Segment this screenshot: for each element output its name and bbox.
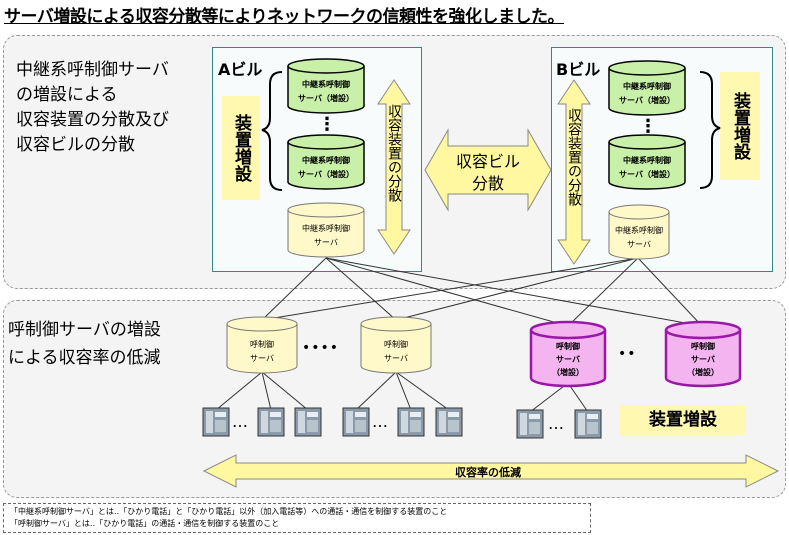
bottom-description-line: 呼制御サーバの増設	[8, 320, 161, 340]
added-call-server-1	[529, 320, 607, 388]
server-label-line: 中継系呼制御	[302, 224, 350, 233]
phone-icon	[294, 407, 322, 437]
vertical-dots-a: ⋮	[318, 114, 338, 135]
added-relay-server-a1	[287, 58, 365, 114]
phone-ellipsis-1: …	[232, 412, 248, 431]
bottom-double-arrow	[202, 454, 780, 488]
center-arrow-line: 収容ビル	[455, 152, 520, 171]
connection-lines	[215, 257, 703, 413]
bottom-description: 呼制御サーバの増設 による収容率の低減	[8, 316, 161, 372]
server-label-line: サーバ（増設）	[619, 96, 675, 105]
call-server-label-1: 呼制御 サーバ	[227, 338, 297, 366]
existing-server-label-a: 中継系呼制御 サーバ	[288, 222, 364, 250]
brace-left-a	[261, 71, 283, 191]
server-label-line: 中継系呼制御	[615, 226, 663, 235]
vertical-arrow-label-b: 収容装置の分散	[566, 108, 582, 206]
added-call-server-label-1: 呼制御 サーバ （増設）	[531, 340, 605, 379]
footnote-line: 「呼制御サーバ」とは‥「ひかり電話」の通話・通信を制御する装置のこと	[10, 519, 280, 528]
center-arrow-label: 収容ビル 分散	[448, 151, 528, 195]
phone-icon	[397, 407, 425, 437]
added-relay-server-a2	[287, 134, 365, 190]
call-server-2	[360, 316, 432, 374]
expansion-label-b: 装置増設	[720, 72, 760, 180]
added-relay-server-b2	[608, 134, 686, 190]
added-call-server-2	[664, 320, 742, 388]
server-label-line: 中継系呼制御	[623, 156, 671, 165]
server-label-line: （増設）	[552, 368, 584, 377]
server-label-line: サーバ	[250, 354, 274, 363]
phone-icon	[257, 407, 285, 437]
footnote-box: 「中継系呼制御サーバ」とは‥「ひかり電話」と「ひかり電話」以外（加入電話等）への…	[3, 503, 591, 533]
server-label-line: サーバ	[556, 355, 580, 364]
bottom-description-line: による収容率の低減	[8, 348, 161, 368]
server-label-line: サーバ（増設）	[298, 94, 354, 103]
footnote-line: 「中継系呼制御サーバ」とは‥「ひかり電話」と「ひかり電話」以外（加入電話等）への…	[10, 507, 448, 516]
server-label-line: （増設）	[687, 368, 719, 377]
top-description-line: の増設による	[16, 85, 118, 105]
top-description: 中継系呼制御サーバ の増設による 収容装置の分散及び 収容ビルの分散	[16, 58, 169, 158]
phone-icon	[574, 409, 602, 439]
phone-ellipsis-3: …	[548, 414, 564, 433]
building-b-label: Bビル	[556, 60, 601, 79]
added-call-server-label-2: 呼制御 サーバ （増設）	[666, 340, 740, 379]
phone-icons	[202, 407, 602, 439]
bottom-arrow-label: 収容率の低減	[455, 466, 521, 479]
vertical-dots-b: ⋮	[639, 116, 659, 137]
center-arrow-line: 分散	[471, 174, 504, 193]
server-label-line: サーバ	[691, 355, 715, 364]
server-label-line: サーバ	[314, 238, 338, 247]
phone-icon	[435, 407, 463, 437]
phone-icon	[516, 409, 544, 439]
vertical-arrow-b	[557, 79, 591, 265]
server-label-line: サーバ（増設）	[619, 170, 675, 179]
brace-right-b	[699, 71, 721, 189]
added-server-label-b1: 中継系呼制御 サーバ（増設）	[609, 80, 685, 108]
server-label-line: サーバ	[627, 240, 651, 249]
top-description-line: 収容ビルの分散	[16, 135, 135, 155]
server-label-line: サーバ	[384, 354, 408, 363]
existing-relay-server-b	[608, 204, 670, 260]
server-label-line: 中継系呼制御	[302, 156, 350, 165]
vertical-arrow-a	[377, 79, 411, 255]
page-title: サーバ増設による収容分散等によりネットワークの信頼性を強化しました。	[4, 7, 564, 27]
server-label-line: 中継系呼制御	[302, 80, 350, 89]
top-description-line: 中継系呼制御サーバ	[16, 60, 169, 80]
top-description-line: 収容装置の分散及び	[16, 110, 169, 130]
server-label-line: 呼制御	[691, 342, 715, 351]
server-label-line: 呼制御	[384, 340, 408, 349]
existing-server-label-b: 中継系呼制御 サーバ	[603, 224, 675, 252]
phone-icon	[202, 407, 230, 437]
server-label-line: 呼制御	[250, 340, 274, 349]
phone-icon	[342, 407, 370, 437]
vertical-arrow-label-a: 収容装置の分散	[386, 104, 402, 202]
added-server-label-a2: 中継系呼制御 サーバ（増設）	[288, 154, 364, 182]
expansion-label-a: 装置増設	[222, 96, 260, 200]
server-ellipsis-wide: ••••	[302, 340, 340, 356]
server-ellipsis-narrow: ••	[618, 346, 637, 362]
added-server-label-a1: 中継系呼制御 サーバ（増設）	[288, 78, 364, 106]
added-relay-server-b1	[608, 60, 686, 116]
server-label-line: サーバ（増設）	[298, 170, 354, 179]
building-a-label: Aビル	[218, 60, 263, 79]
call-server-label-2: 呼制御 サーバ	[361, 338, 431, 366]
existing-relay-server-a	[287, 202, 365, 258]
call-server-1	[226, 316, 298, 374]
phone-ellipsis-2: …	[372, 412, 388, 431]
expansion-label-bottom: 装置増設	[620, 405, 746, 435]
server-label-line: 中継系呼制御	[623, 82, 671, 91]
center-double-arrow	[424, 128, 552, 212]
added-server-label-b2: 中継系呼制御 サーバ（増設）	[609, 154, 685, 182]
server-label-line: 呼制御	[556, 342, 580, 351]
